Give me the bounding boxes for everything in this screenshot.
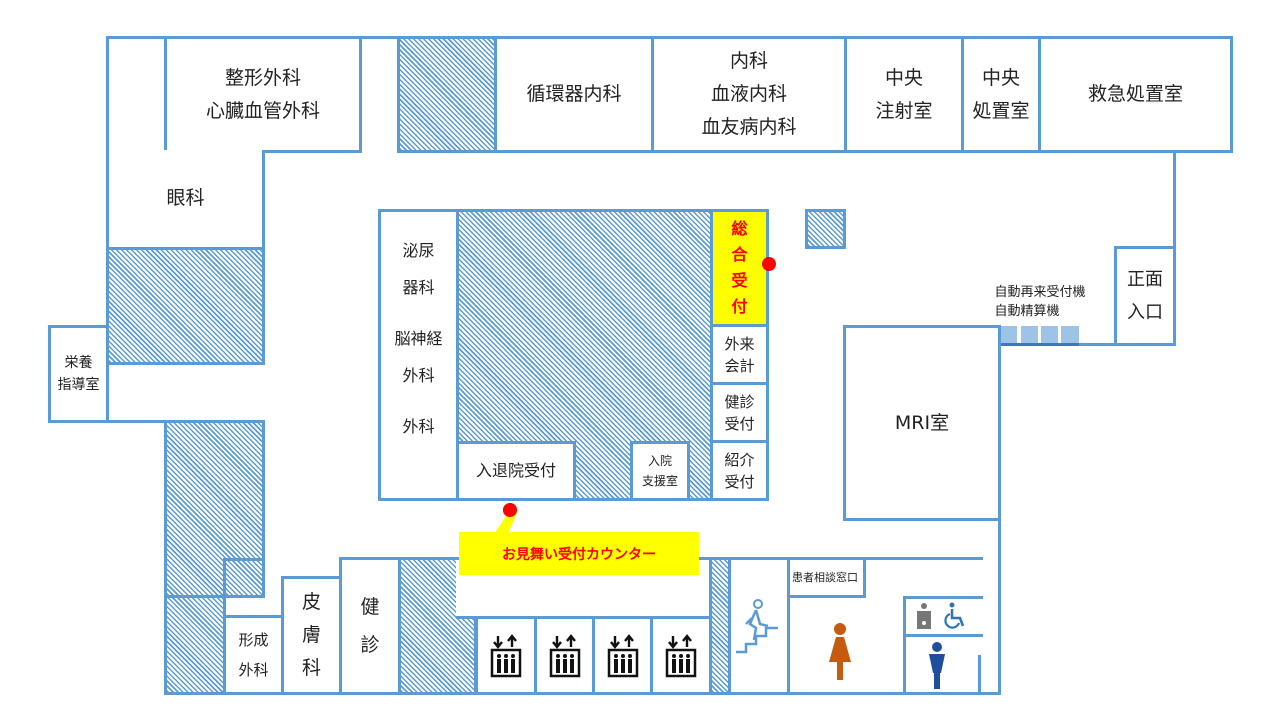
restricted-area bbox=[164, 595, 226, 695]
room-internal-medicine[interactable]: 内科 血液内科 血友病内科 bbox=[651, 36, 847, 153]
male-restroom[interactable] bbox=[920, 640, 954, 692]
room-label: 入院 支援室 bbox=[641, 454, 678, 488]
wall bbox=[223, 558, 265, 561]
room-plastic-surgery[interactable]: 形成 外科 bbox=[223, 615, 284, 695]
wall bbox=[262, 150, 362, 153]
room-label: 内科 血液内科 血友病内科 bbox=[701, 50, 797, 138]
accessible-restroom[interactable] bbox=[940, 600, 970, 632]
room-label: 皮 膚 科 bbox=[301, 591, 321, 679]
room-cardiology[interactable]: 循環器内科 bbox=[494, 36, 654, 153]
elevator-icon bbox=[665, 633, 697, 677]
wall bbox=[998, 343, 1001, 695]
room-nutrition-guidance[interactable]: 栄養 指導室 bbox=[48, 325, 109, 423]
wall bbox=[903, 634, 983, 637]
wall bbox=[106, 36, 166, 39]
wall bbox=[106, 36, 109, 248]
room-admission-discharge[interactable]: 入退院受付 bbox=[456, 441, 576, 501]
female-restroom-icon bbox=[829, 623, 851, 680]
room-label: 入退院受付 bbox=[475, 461, 556, 480]
wall bbox=[1079, 343, 1115, 346]
stairs[interactable] bbox=[728, 557, 790, 695]
wall bbox=[745, 557, 787, 560]
room-ophthalmology[interactable]: 眼科 bbox=[106, 150, 265, 250]
room-central-treatment[interactable]: 中央 処置室 bbox=[961, 36, 1041, 153]
kiosk-label: 自動再来受付機 自動精算機 bbox=[994, 285, 1086, 319]
elevator[interactable] bbox=[475, 616, 537, 695]
room-label: 総 合 受 付 bbox=[731, 219, 748, 316]
room-central-injection[interactable]: 中央 注射室 bbox=[844, 36, 964, 153]
elevator-icon bbox=[607, 633, 638, 677]
wall bbox=[998, 343, 1080, 346]
room-checkup-reception[interactable]: 健診 受付 bbox=[710, 382, 769, 443]
wheelchair-icon bbox=[944, 602, 965, 629]
general-reception[interactable]: 総 合 受 付 bbox=[710, 209, 769, 327]
room-label-urology: 泌尿 器科 bbox=[402, 241, 435, 297]
room-label: 整形外科 心臓血管外科 bbox=[205, 66, 320, 122]
kiosk[interactable] bbox=[1000, 326, 1017, 343]
wall bbox=[359, 36, 399, 39]
room-label: 紹介 受付 bbox=[724, 450, 755, 491]
elevator[interactable] bbox=[534, 616, 595, 695]
wall bbox=[223, 558, 226, 598]
room-label: 救急処置室 bbox=[1087, 83, 1183, 105]
wall bbox=[863, 557, 983, 560]
wall bbox=[787, 557, 790, 695]
location-marker bbox=[503, 503, 517, 517]
elevator-icon bbox=[549, 633, 580, 677]
room-label-neurosurgery: 脳神経 外科 bbox=[394, 329, 443, 385]
room-label-surgery: 外科 bbox=[402, 417, 435, 436]
elevator[interactable] bbox=[650, 616, 712, 695]
kiosk[interactable] bbox=[1061, 326, 1079, 343]
restricted-area bbox=[397, 36, 497, 153]
main-entrance[interactable]: 正面 入口 bbox=[1114, 246, 1176, 346]
restricted-area bbox=[164, 420, 265, 598]
room-label: 眼科 bbox=[166, 187, 205, 209]
wall bbox=[164, 692, 1001, 695]
room-emergency[interactable]: 救急処置室 bbox=[1038, 36, 1233, 153]
callout-label: お見舞い受付カウンター bbox=[502, 546, 656, 563]
room-label: 外来 会計 bbox=[724, 334, 755, 375]
female-restroom[interactable] bbox=[820, 620, 860, 684]
room-outpatient-accounting[interactable]: 外来 会計 bbox=[710, 324, 769, 385]
room-mri[interactable]: MRI室 bbox=[843, 325, 1001, 521]
room-label: 患者相談窓口 bbox=[792, 570, 858, 584]
stairs-icon bbox=[736, 599, 778, 654]
room-label: 中央 処置室 bbox=[972, 66, 1030, 122]
location-marker bbox=[762, 257, 776, 271]
wall bbox=[903, 596, 983, 599]
multipurpose-restroom[interactable] bbox=[910, 600, 938, 632]
room-health-checkup[interactable]: 健 診 bbox=[339, 557, 401, 695]
male-restroom-icon bbox=[929, 642, 945, 689]
room-label: 循環器内科 bbox=[526, 83, 622, 105]
wall bbox=[903, 596, 906, 695]
room-label: 健診 受付 bbox=[724, 392, 755, 433]
kiosk[interactable] bbox=[1041, 326, 1058, 343]
room-orthopedics[interactable]: 整形外科 心臓血管外科 bbox=[164, 36, 362, 153]
elevator-icon bbox=[490, 633, 522, 677]
room-label: MRI室 bbox=[894, 411, 950, 434]
room-label: 形成 外科 bbox=[238, 631, 269, 679]
restricted-area bbox=[805, 209, 846, 249]
room-admission-support[interactable]: 入院 支援室 bbox=[630, 441, 690, 501]
kiosk[interactable] bbox=[1021, 326, 1038, 343]
ostomate-icon bbox=[917, 603, 931, 629]
room-urology-neuro-surgery[interactable]: 泌尿 器科 脳神経 外科 外科 bbox=[378, 209, 459, 501]
room-label: 正面 入口 bbox=[1127, 269, 1163, 323]
room-label: 栄養 指導室 bbox=[57, 355, 100, 393]
room-referral-reception[interactable]: 紹介 受付 bbox=[710, 440, 769, 501]
restricted-area bbox=[106, 247, 265, 365]
wall bbox=[106, 420, 166, 423]
elevator[interactable] bbox=[592, 616, 653, 695]
room-label: 健 診 bbox=[360, 596, 380, 656]
visitor-counter-callout[interactable]: お見舞い受付カウンター bbox=[459, 532, 699, 575]
room-dermatology[interactable]: 皮 膚 科 bbox=[281, 576, 342, 695]
room-label: 中央 注射室 bbox=[875, 66, 933, 122]
wall bbox=[978, 655, 981, 695]
room-patient-consultation[interactable]: 患者相談窓口 bbox=[787, 557, 866, 598]
